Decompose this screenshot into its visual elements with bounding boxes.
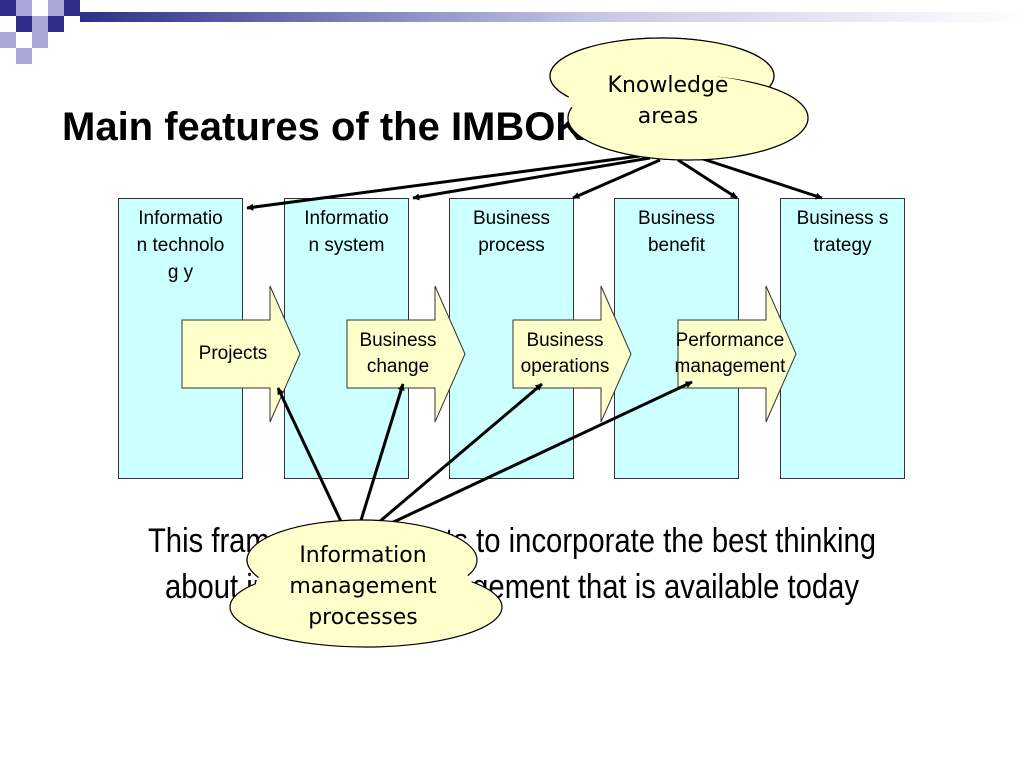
column-label: Informatio n system — [304, 208, 389, 256]
decor-square — [0, 32, 16, 48]
connector-line — [356, 383, 405, 531]
column-label: Business process — [472, 208, 551, 256]
information-management-processes-label: Information management processes — [289, 543, 437, 630]
decor-square — [32, 16, 48, 32]
decor-square — [16, 48, 32, 64]
decor-square — [0, 0, 16, 16]
performance-management-arrow — [677, 285, 797, 423]
knowledge-areas-label: Knowledge areas — [607, 73, 729, 129]
page-title: Main features of the IMBOK — [62, 105, 585, 149]
connector-line — [412, 156, 651, 201]
connector-line — [699, 156, 823, 200]
column-label: Business strategy — [796, 208, 889, 256]
information-management-processes-cloud — [229, 519, 503, 648]
decor-gradient-bar — [80, 12, 1024, 22]
projects-label: Projects — [198, 343, 268, 364]
connector-line — [276, 387, 347, 531]
decor-square — [48, 0, 64, 16]
connector-line — [384, 380, 693, 528]
business-change-label: Business change — [359, 330, 437, 377]
column-business-benefit: Business benefit — [614, 198, 739, 479]
column-label: Informatio n technolog y — [136, 208, 225, 283]
projects-arrow — [181, 285, 301, 423]
connector-line — [371, 382, 543, 530]
connector-line — [246, 154, 641, 211]
business-change-arrow — [346, 285, 466, 423]
performance-management-label: Performance management — [674, 330, 786, 377]
knowledge-cloud-overlay — [549, 37, 809, 161]
column-label: Business benefit — [637, 208, 716, 256]
business-operations-label: Business operations — [520, 330, 610, 377]
connector-line — [572, 158, 661, 200]
decor-square — [16, 16, 32, 32]
decor-square — [16, 0, 32, 16]
decor-square — [64, 0, 80, 16]
decor-square — [32, 32, 48, 48]
decor-square — [48, 16, 64, 32]
column-business-strategy: Business strategy — [780, 198, 905, 479]
connector-line — [677, 158, 738, 200]
